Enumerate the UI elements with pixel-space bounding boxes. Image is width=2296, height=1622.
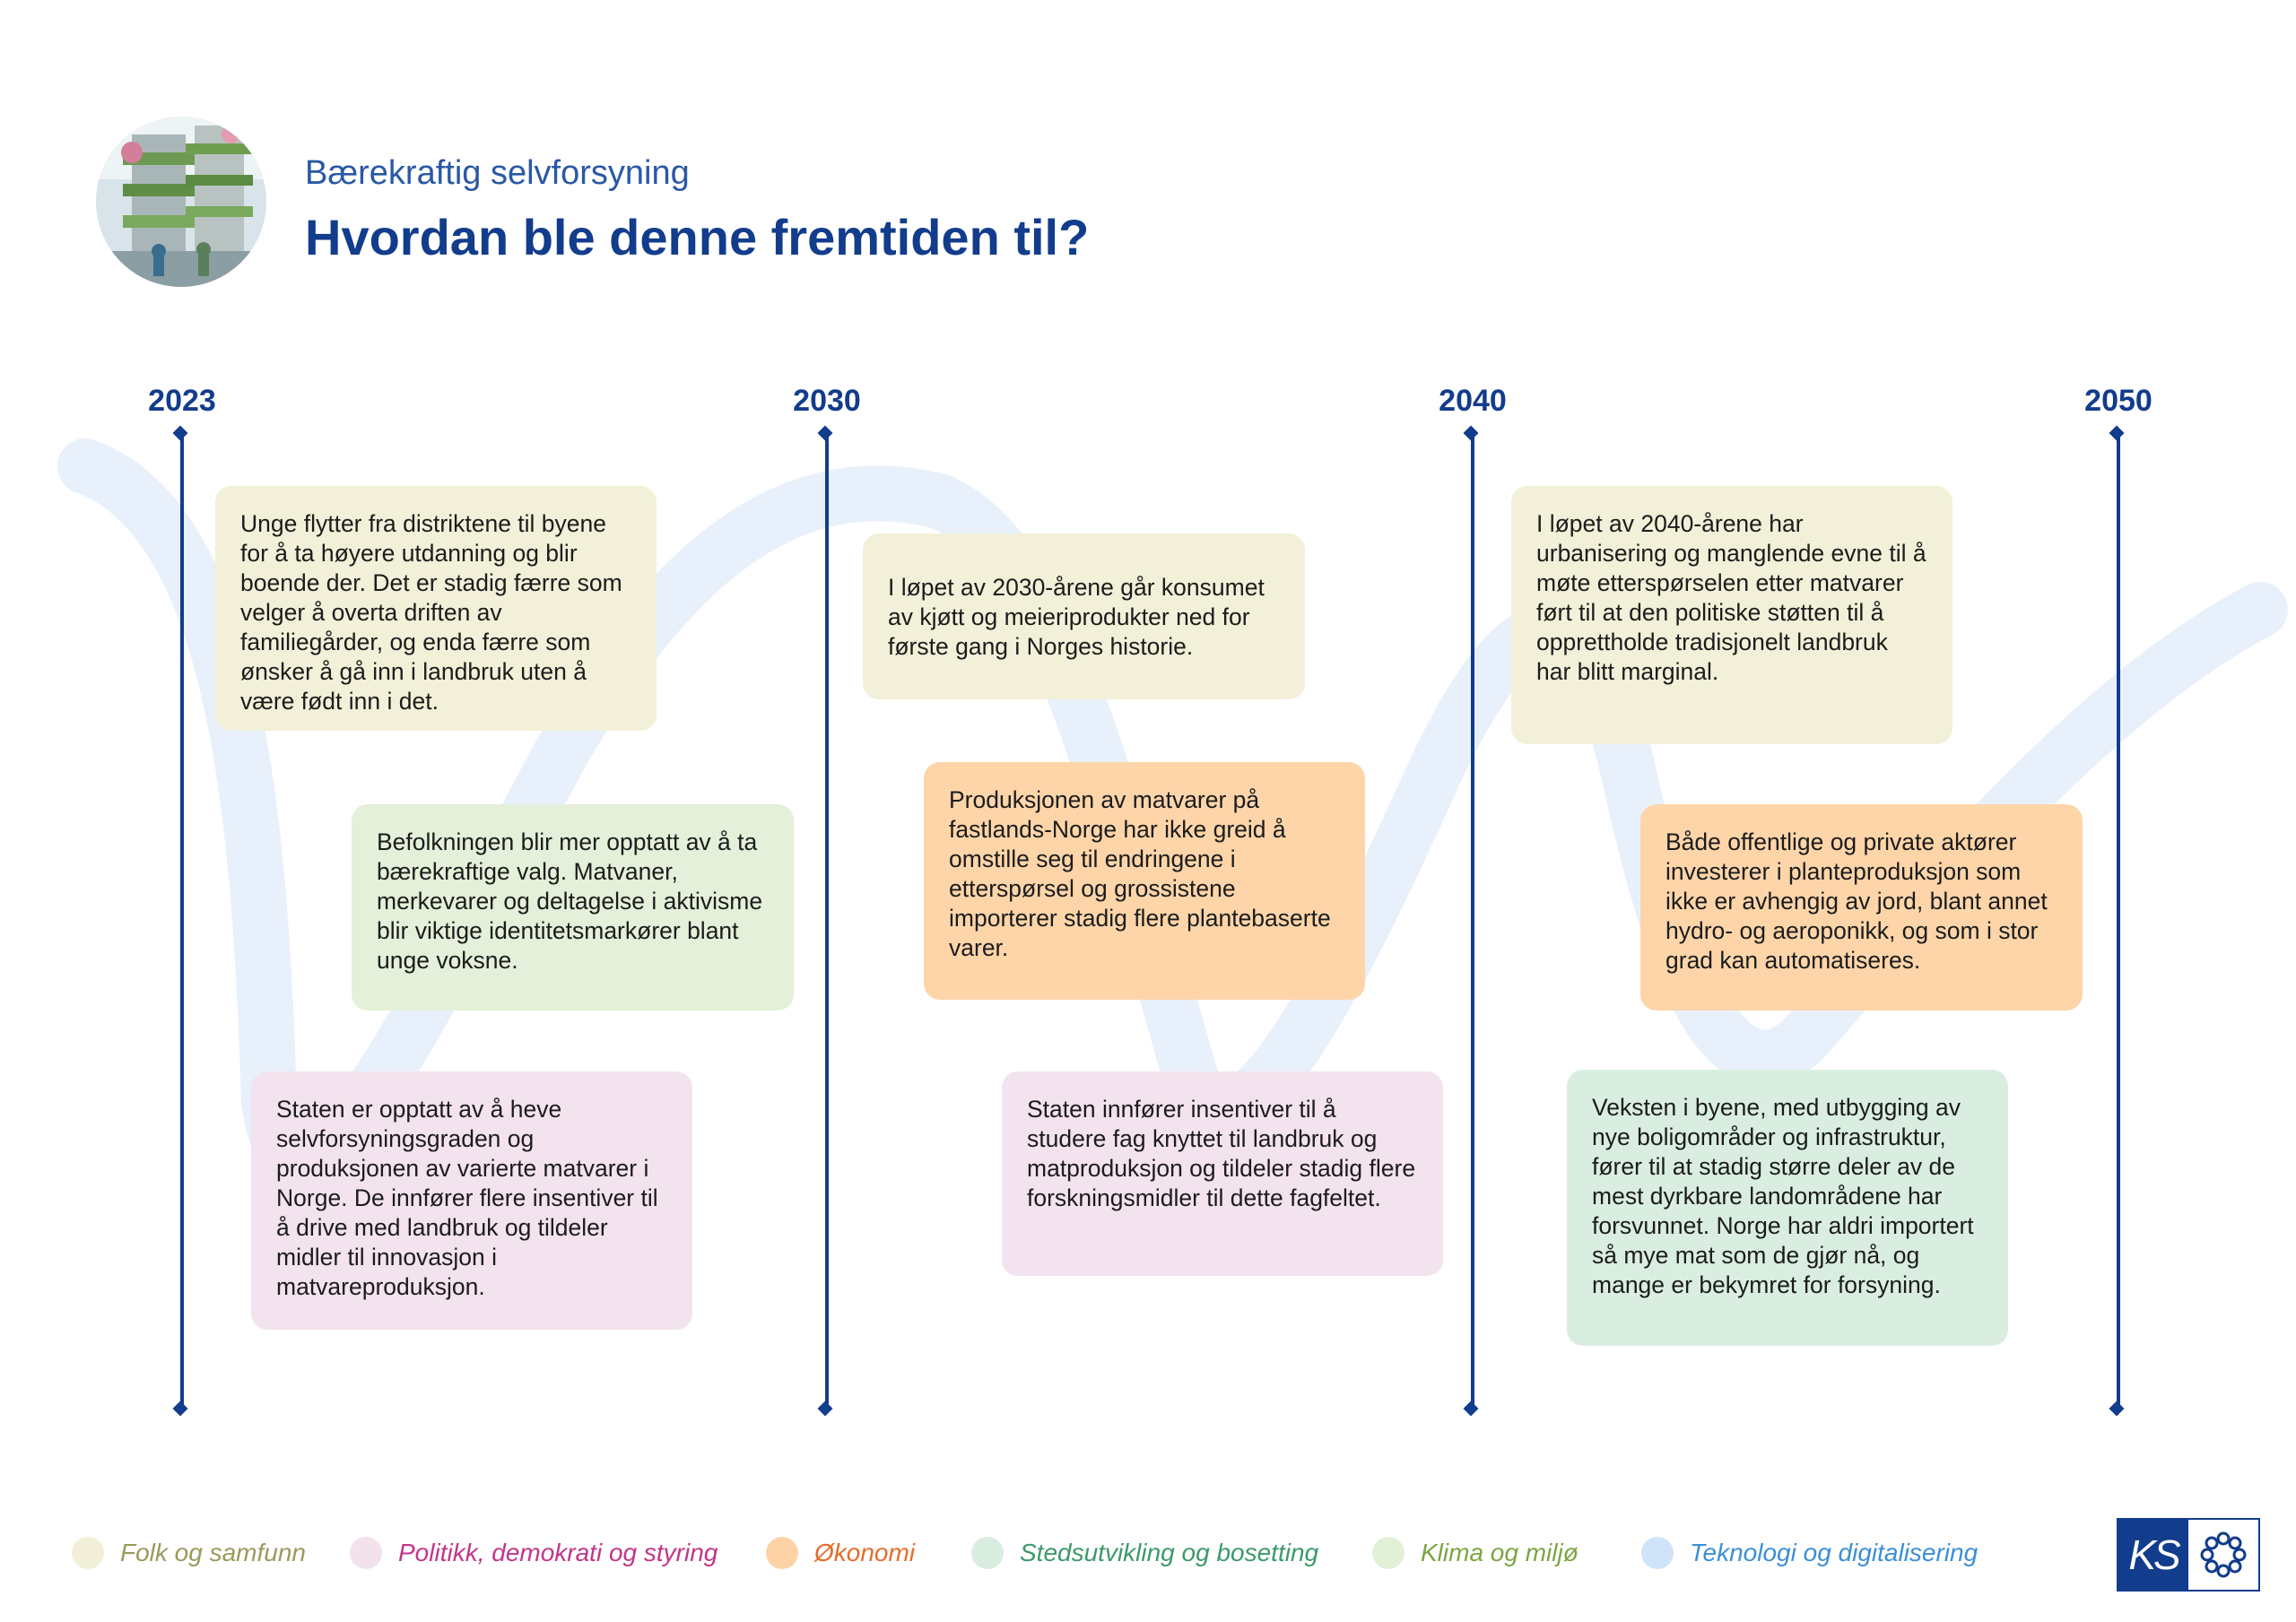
event-card: Produksjonen av matvarer på fastlands-No… [924, 762, 1365, 1000]
legend-label: Teknologi og digitalisering [1690, 1539, 1979, 1566]
year-label-2030: 2030 [793, 384, 861, 418]
event-card: Både offentlige og private aktører inves… [1640, 804, 2083, 1010]
legend-dot-teknologi [1641, 1537, 1674, 1569]
ks-logo: KS [2117, 1518, 2260, 1592]
timeline-axis-2023 [180, 433, 184, 1409]
event-card: Veksten i byene, med utbygging av nye bo… [1567, 1070, 2008, 1346]
legend-label: Klima og miljø [1421, 1539, 1578, 1566]
event-card: Staten er opptatt av å heve selvforsynin… [251, 1071, 692, 1330]
year-label-2040: 2040 [1439, 384, 1507, 418]
legend-dot-folk [72, 1537, 104, 1569]
event-card: Unge flytter fra distriktene til byene f… [215, 486, 657, 731]
year-label-2050: 2050 [2084, 384, 2152, 418]
event-card: Staten innfører insentiver til å studere… [1002, 1071, 1443, 1276]
event-card: I løpet av 2030-årene går konsumet av kj… [863, 533, 1305, 699]
legend-dot-politikk [350, 1537, 382, 1569]
page-title: Hvordan ble denne fremtiden til? [305, 209, 1090, 265]
legend-label: Økonomi [814, 1539, 916, 1566]
legend-label: Folk og samfunn [120, 1539, 306, 1566]
timeline-axis-2040 [1471, 433, 1474, 1409]
legend-label: Stedsutvikling og bosetting [1020, 1539, 1319, 1566]
page-subtitle: Bærekraftig selvforsyning [305, 154, 690, 192]
legend-item: Klima og miljø [1372, 1537, 1578, 1569]
timeline-axis-2030 [825, 433, 829, 1409]
ks-logo-text: KS [2118, 1520, 2188, 1590]
legend-label: Politikk, demokrati og styring [398, 1539, 718, 1566]
legend: Folk og samfunn Politikk, demokrati og s… [0, 1537, 2063, 1573]
legend-item: Teknologi og digitalisering [1641, 1537, 1978, 1569]
ring-icon [2188, 1520, 2258, 1590]
legend-item: Stedsutvikling og bosetting [971, 1537, 1318, 1569]
year-label-2023: 2023 [148, 384, 216, 418]
legend-item: Folk og samfunn [72, 1537, 306, 1569]
event-card: Befolkningen blir mer opptatt av å ta bæ… [352, 804, 794, 1010]
event-card: I løpet av 2040-årene har urbanisering o… [1511, 486, 1952, 744]
legend-item: Politikk, demokrati og styring [350, 1537, 718, 1569]
header-illustration [96, 117, 266, 287]
timeline-axis-2050 [2117, 433, 2120, 1409]
legend-item: Økonomi [766, 1537, 915, 1569]
legend-dot-klima [1372, 1537, 1405, 1569]
legend-dot-okonomi [766, 1537, 798, 1569]
legend-dot-stedsutvikling [971, 1537, 1004, 1569]
